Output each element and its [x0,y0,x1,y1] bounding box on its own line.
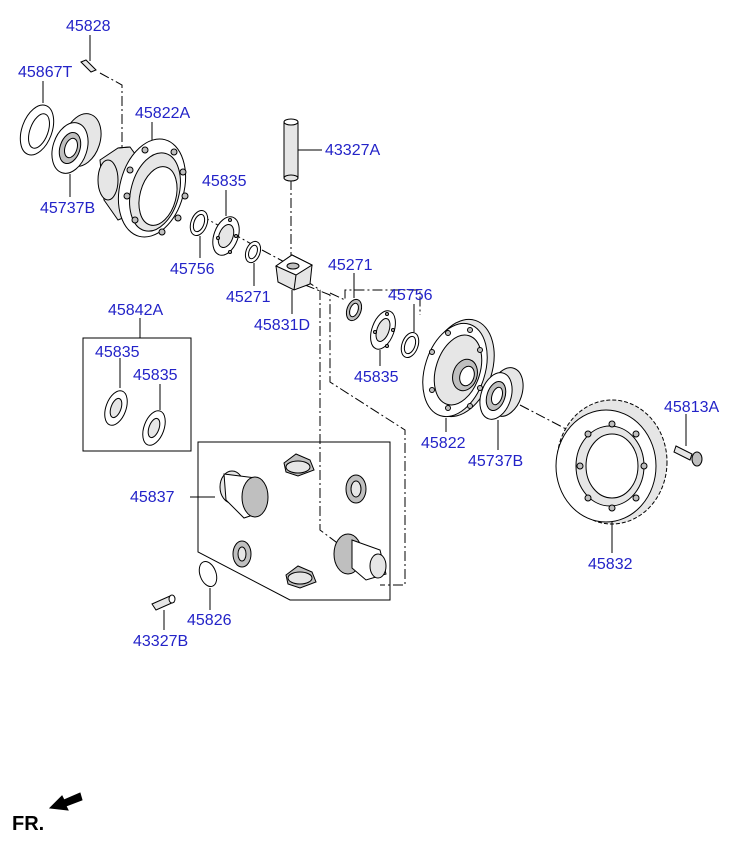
label-45867T: 45867T [18,64,72,81]
label-43327B: 43327B [133,633,188,650]
label-45831D: 45831D [254,317,310,334]
kit-45837-gear-set-box [197,441,391,601]
kit-45842A-box [82,337,192,452]
part-45835-washer-right [370,310,396,350]
part-45835-washer-top [212,216,240,256]
part-43327B-pin [151,594,176,611]
leader-lines [42,35,687,630]
label-45835-top: 45835 [202,173,247,190]
label-45822: 45822 [421,435,466,452]
part-45822-case [422,318,495,418]
part-45832-ring-gear [555,399,668,525]
assembly-center-lines [99,72,569,586]
side-gear-left [219,470,269,519]
side-gear-right [333,533,387,581]
label-45271-right: 45271 [328,257,373,274]
part-43327A-pinion-shaft [283,118,299,182]
part-45271-seal-left [244,240,262,264]
pinion-gear-right [345,474,367,504]
label-45271-left: 45271 [226,289,271,306]
part-45737B-bearing-bottom [479,367,524,420]
part-45826-thrust-washer [198,560,218,588]
label-45826: 45826 [187,612,232,629]
part-45813A-bolt [673,445,703,467]
label-45737B-bottom: 45737B [468,453,523,470]
label-45756-left: 45756 [170,261,215,278]
label-45813A: 45813A [664,399,719,416]
front-direction-arrow-icon [48,792,83,811]
part-number-labels: 45828 45867T 45822A 45737B 43327A 45835 … [18,18,719,650]
label-45837: 45837 [130,489,175,506]
part-45756-snap-ring-right [400,331,420,359]
label-45835-kit-second: 45835 [133,367,178,384]
label-45737B-top: 45737B [40,200,95,217]
label-45828: 45828 [66,18,111,35]
part-45737B-bearing-top [51,113,102,174]
part-45867T-shim [19,104,55,156]
pinion-gear-top [283,453,315,477]
label-45835-kit-first: 45835 [95,344,140,361]
label-45835-right: 45835 [354,369,399,386]
front-direction-label: FR. [12,813,44,835]
part-45828-pin [80,59,97,73]
front-direction-indicator: FR. [12,792,83,835]
part-45831D-block [274,254,314,291]
label-45832: 45832 [588,556,633,573]
part-45822A-differential-case [97,138,189,238]
part-45756-snap-ring-left [189,209,209,237]
label-45756-right: 45756 [388,287,433,304]
label-45822A: 45822A [135,105,190,122]
label-45842A: 45842A [108,302,163,319]
label-43327A: 43327A [325,142,380,159]
part-45271-seal-right [345,298,363,322]
pinion-gear-bottom [285,565,317,589]
pinion-gear-lower-left [232,540,252,568]
